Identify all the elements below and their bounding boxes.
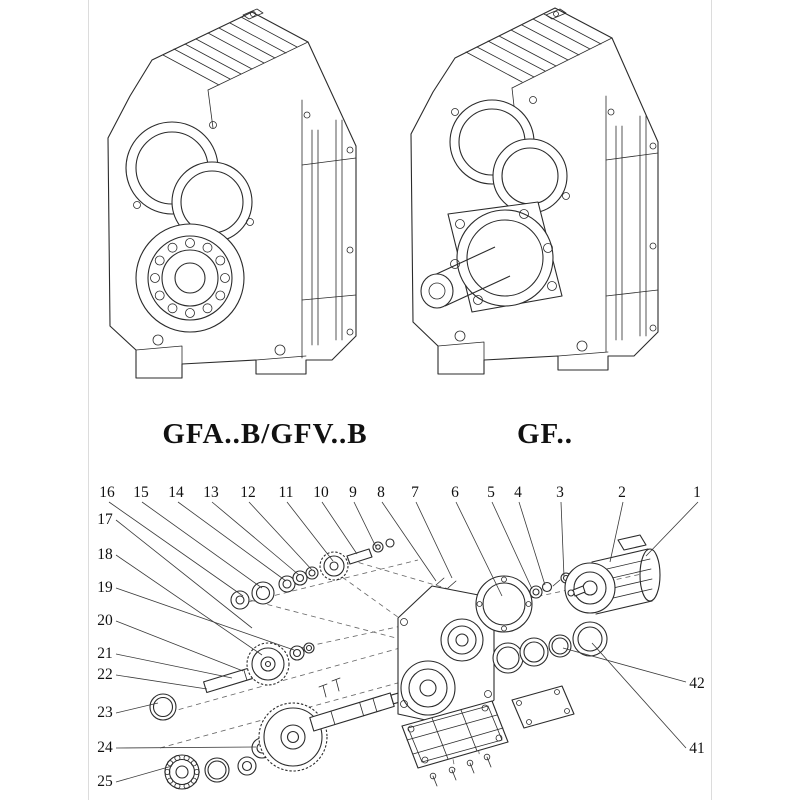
callout-15: 15: [133, 484, 149, 501]
callout-12: 12: [240, 484, 256, 501]
callout-6: 6: [451, 484, 459, 501]
model-label-right: GF..: [516, 418, 574, 450]
callout-5: 5: [487, 484, 495, 501]
callout-41: 41: [689, 740, 705, 757]
callout-numbers: 16 15 14 13 12 11 10 9 8 7 6 5 4 3 2 1 1…: [97, 484, 705, 790]
intermediate-gear-parts: [149, 642, 315, 721]
gearbox-right-drawing: [410, 7, 659, 375]
callout-1: 1: [693, 484, 701, 501]
cooling-ribs: [162, 16, 298, 86]
output-shaft-parts: [164, 677, 410, 790]
motor: [564, 534, 661, 615]
callout-17: 17: [97, 511, 113, 528]
callout-19: 19: [97, 579, 113, 596]
side-panel: [301, 99, 357, 359]
mounting-feet: [135, 334, 307, 379]
housing-bosses: [125, 121, 254, 243]
callout-20: 20: [97, 612, 113, 629]
page-margins: [88, 0, 712, 800]
seal-rings: [492, 621, 608, 674]
callout-24: 24: [97, 739, 113, 756]
callout-8: 8: [377, 484, 385, 501]
callout-25: 25: [97, 773, 113, 790]
callout-23: 23: [97, 704, 113, 721]
flange-gasket-parts: [475, 572, 572, 633]
housing-bosses: [449, 96, 570, 214]
callout-9: 9: [349, 484, 357, 501]
callout-2: 2: [618, 484, 626, 501]
cover-plate: [401, 700, 509, 787]
callout-16: 16: [99, 484, 115, 501]
side-panel: [605, 95, 659, 353]
callout-7: 7: [411, 484, 419, 501]
gear-housing: [397, 577, 495, 729]
callout-3: 3: [556, 484, 564, 501]
callout-22: 22: [97, 666, 113, 683]
gearbox-left-drawing: [107, 8, 357, 379]
cooling-ribs: [465, 13, 602, 83]
callout-21: 21: [97, 645, 113, 662]
callout-18: 18: [97, 546, 113, 563]
side-cover-plate: [511, 685, 575, 729]
callout-11: 11: [279, 484, 294, 501]
exploded-view: 16 15 14 13 12 11 10 9 8 7 6 5 4 3 2 1 1…: [97, 484, 705, 790]
callout-4: 4: [514, 484, 522, 501]
oil-plug: [545, 8, 567, 20]
output-bearing: [135, 223, 245, 333]
callout-10: 10: [313, 484, 329, 501]
callout-42: 42: [689, 675, 705, 692]
leader-lines: [108, 501, 699, 783]
oil-plug: [242, 8, 264, 20]
input-shaft-parts: [230, 538, 395, 610]
callout-13: 13: [203, 484, 219, 501]
model-label-left: GFA..B/GFV..B: [162, 418, 368, 450]
output-shaft: [420, 246, 511, 309]
callout-14: 14: [168, 484, 184, 501]
output-flange: [447, 201, 563, 313]
mounting-feet: [437, 330, 609, 375]
